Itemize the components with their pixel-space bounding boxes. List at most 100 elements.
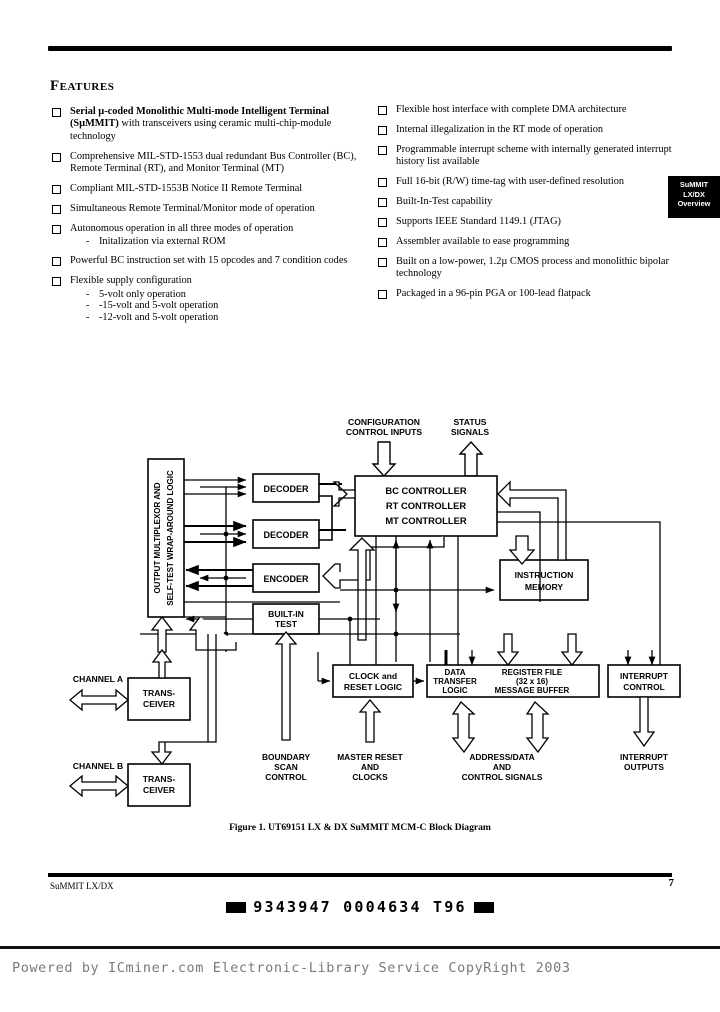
feature-item: Flexible host interface with complete DM… [378,104,678,116]
block-transceiver-b-line1: TRANS- [143,774,176,784]
feature-item: Powerful BC instruction set with 15 opco… [52,255,362,267]
block-bc-controller: BC CONTROLLER [385,485,466,496]
feature-item: Full 16-bit (R/W) time-tag with user-def… [378,176,678,188]
block-mux-line1: OUTPUT MULTIPLEXOR AND [153,482,162,593]
checkbox-icon [52,204,61,214]
block-dtl-line2: TRANSFER [433,677,477,686]
feature-text: Internal illegalization in the RT mode o… [396,123,604,135]
block-clock-line2: RESET LOGIC [344,682,402,692]
feature-subitem: --15-volt and 5-volt operation [86,300,362,312]
block-transceiver-a-line2: CEIVER [143,699,176,709]
checkbox-icon [378,237,387,247]
label-interrupt-outputs-line1: INTERRUPT [620,752,669,762]
checkbox-icon [52,277,61,287]
block-interrupt-control-line1: INTERRUPT [620,671,669,681]
side-tab-line-2: LX/DX [683,189,705,199]
label-boundary-line3: CONTROL [265,772,306,782]
block-mux-line2: SELF-TEST WRAP-AROUND LOGIC [166,470,175,606]
block-rt-controller: RT CONTROLLER [386,500,466,511]
checkbox-icon [52,152,61,162]
bullet-dash-icon: - [86,311,90,323]
feature-text: Simultaneous Remote Terminal/Monitor mod… [70,202,315,214]
feature-text-regular: with transceivers using ceramic multi-ch… [70,118,332,142]
feature-text: Assembler available to ease programming [396,235,570,247]
feature-item: Autonomous operation in all three modes … [52,223,362,248]
checkbox-icon [378,290,387,300]
footer-left-text: SuMMIT LX/DX [50,881,114,891]
label-boundary-line1: BOUNDARY [262,752,310,762]
feature-subitem-text: 5-volt only operation [99,288,186,300]
label-boundary-line2: SCAN [274,762,298,772]
feature-text: Full 16-bit (R/W) time-tag with user-def… [396,176,624,188]
block-clock-line1: CLOCK and [349,671,397,681]
label-channel-b: CHANNEL B [73,761,123,771]
checkbox-icon [378,125,387,135]
checkbox-icon [52,257,61,267]
feature-text: Comprehensive MIL-STD-1553 dual redundan… [70,150,357,175]
feature-item: Serial µ-coded Monolithic Multi-mode Int… [52,106,362,143]
feature-text: Flexible host interface with complete DM… [396,104,627,115]
checkbox-icon [52,108,61,117]
feature-item: Flexible supply configuration-5-volt onl… [52,275,362,323]
page-title: Features [50,78,115,94]
barcode-block-right [473,902,494,913]
label-address-line2: AND [493,762,511,772]
features-column-right: Flexible host interface with complete DM… [378,104,678,308]
scan-bottom-strip [0,946,720,1012]
scan-strip-divider [0,946,720,949]
feature-item: Built on a low-power, 1.2µ CMOS process … [378,256,678,281]
block-diagram: CONFIGURATION CONTROL INPUTS STATUS SIGN… [40,412,688,812]
checkbox-icon [52,185,61,195]
feature-text: Flexible supply configuration [70,275,192,287]
checkbox-icon [378,106,387,115]
feature-item: Simultaneous Remote Terminal/Monitor mod… [52,203,362,215]
label-status-line2: SIGNALS [451,427,489,437]
datasheet-page: Features Serial µ-coded Monolithic Multi… [40,46,720,916]
feature-item: Programmable interrupt scheme with inter… [378,144,678,169]
block-register-file-line1: REGISTER FILE [502,668,563,677]
barcode-digits: 9343947 0004634 T96 [253,898,467,916]
feature-item: Internal illegalization in the RT mode o… [378,124,678,136]
block-transceiver-b-line2: CEIVER [143,785,176,795]
feature-item: Packaged in a 96-pin PGA or 100-lead fla… [378,288,678,300]
barcode-block-left [226,902,247,913]
checkbox-icon [378,178,387,188]
bullet-dash-icon: - [86,288,90,300]
feature-item: Assembler available to ease programming [378,236,678,248]
features-column-left: Serial µ-coded Monolithic Multi-mode Int… [52,106,362,331]
feature-subitem-text: -15-volt and 5-volt operation [99,300,219,312]
block-transceiver-a-line1: TRANS- [143,688,176,698]
block-encoder: ENCODER [263,574,309,584]
side-tab-summit-overview: SuMMIT LX/DX Overview [668,176,720,218]
block-instruction-memory-line2: MEMORY [525,582,564,592]
label-master-line2: AND [361,762,379,772]
bullet-dash-icon: - [86,300,90,312]
page-number: 7 [668,877,675,889]
label-master-line3: CLOCKS [352,772,388,782]
feature-text: Built on a low-power, 1.2µ CMOS process … [396,255,669,280]
label-configuration-line2: CONTROL INPUTS [346,427,422,437]
feature-text: Compliant MIL-STD-1553B Notice II Remote… [70,183,303,195]
label-configuration-line1: CONFIGURATION [348,417,420,427]
block-dtl-line3: LOGIC [442,686,468,695]
checkbox-icon [378,257,387,267]
label-interrupt-outputs-line2: OUTPUTS [624,762,664,772]
feature-text: Powerful BC instruction set with 15 opco… [70,255,348,267]
feature-subitem: -5-volt only operation [86,289,362,301]
label-status-line1: STATUS [453,417,486,427]
feature-text: Packaged in a 96-pin PGA or 100-lead fla… [396,288,591,300]
label-address-line3: CONTROL SIGNALS [462,772,543,782]
block-decoder-2: DECODER [263,530,309,540]
block-interrupt-control-line2: CONTROL [623,682,664,692]
label-master-line1: MASTER RESET [337,752,403,762]
feature-item: Supports IEEE Standard 1149.1 (JTAG) [378,216,678,228]
block-register-file-line3: MESSAGE BUFFER [495,686,570,695]
block-dtl-line1: DATA [444,668,465,677]
checkbox-icon [378,198,387,208]
feature-item: Compliant MIL-STD-1553B Notice II Remote… [52,183,362,195]
side-tab-line-3: Overview [677,199,711,209]
block-bit-line2: TEST [275,619,298,629]
checkbox-icon [52,224,61,234]
feature-sublist: -5-volt only operation--15-volt and 5-vo… [70,289,362,324]
feature-text: Supports IEEE Standard 1149.1 (JTAG) [396,215,561,227]
